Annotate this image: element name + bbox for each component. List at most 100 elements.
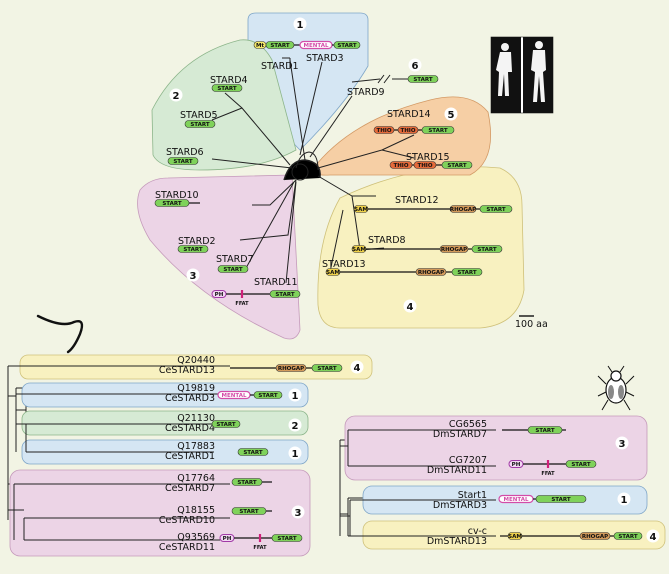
ph-domain: PH [211, 290, 227, 298]
group-number-badge [293, 17, 307, 31]
start-domain-label: START [486, 207, 506, 213]
group-number-badge [186, 268, 200, 282]
start-domain-label: START [551, 497, 571, 503]
protein-label: STARD9 [347, 87, 385, 98]
rhogap-domain: RHOGAP [415, 268, 447, 276]
protein-id: Q17883 [177, 441, 215, 452]
group-3-region [344, 415, 648, 481]
start-domain-label: START [477, 247, 497, 253]
thio-domain-label: THIO [417, 163, 432, 169]
start-domain-label: START [183, 247, 203, 253]
protein-id: cv-c [468, 526, 487, 537]
rhogap-domain-label: RHOGAP [418, 270, 444, 276]
protein-id: CG7207 [449, 455, 487, 466]
sam-domain-label: SAM [326, 270, 340, 276]
mental-domain-label: MENTAL [304, 43, 329, 49]
protein-name: CeSTARD7 [165, 483, 215, 494]
rhogap-domain-label: RHOGAP [582, 534, 608, 540]
thio-domain: THIO [397, 126, 419, 134]
group-number: 2 [173, 91, 180, 102]
protein-name: CeSTARD1 [165, 451, 215, 462]
start-domain-label: START [275, 292, 295, 298]
start-domain-label: START [190, 122, 210, 128]
start-domain: START [421, 126, 455, 134]
start-domain-label: START [162, 201, 182, 207]
human-group-2: 2 STARD4 STARD5 STARD6 [166, 75, 248, 158]
group-number: 3 [295, 508, 302, 519]
rhogap-domain-label: RHOGAP [441, 247, 467, 253]
protein-name: CeSTARD10 [159, 515, 215, 526]
start-domain: START [333, 41, 361, 49]
group-1-region [21, 382, 309, 408]
rhogap-domain: RHOGAP [275, 364, 307, 372]
group-3-region [137, 174, 301, 340]
ffat-label: FFAT [253, 545, 267, 551]
ph-domain-label: PH [223, 536, 232, 542]
group-number: 1 [292, 449, 299, 460]
human-group-4: 4 STARD12 STARD8 STARD13 [322, 195, 439, 313]
start-domain-label: START [243, 450, 263, 456]
sam-domain-label: SAM [352, 247, 366, 253]
start-domain: START [177, 245, 209, 253]
group-number-badge [288, 446, 302, 460]
protein-id: Start1 [458, 490, 487, 501]
rhogap-domain: RHOGAP [449, 205, 477, 213]
group-number: 2 [292, 421, 299, 432]
scale-bar-label: 100 aa [515, 319, 548, 330]
sam-domain-label: SAM [354, 207, 368, 213]
ph-domain-label: PH [512, 462, 521, 468]
rhogap-domain-label: RHOGAP [278, 366, 304, 372]
start-domain-label: START [216, 422, 236, 428]
start-domain-label: START [428, 128, 448, 134]
protein-id: Q17764 [177, 473, 215, 484]
protein-label: STARD5 [180, 110, 218, 121]
group-2-region [21, 410, 309, 436]
protein-name: DmSTARD13 [427, 536, 487, 547]
group-number: 1 [621, 495, 628, 506]
start-domain-label: START [571, 462, 591, 468]
start-domain-label: START [239, 509, 259, 515]
group-number: 4 [354, 363, 361, 374]
group-number-badge [288, 388, 302, 402]
sam-domain: SAM [507, 532, 523, 540]
start-domain-label: START [337, 43, 357, 49]
sam-domain: SAM [325, 268, 341, 276]
start-domain: START [167, 157, 199, 165]
protein-id: Q19819 [177, 383, 215, 394]
protein-name: CeSTARD11 [159, 542, 215, 553]
human-tree-branches [211, 57, 415, 284]
protein-label: STARD10 [155, 190, 199, 201]
start-domain: START [265, 41, 295, 49]
group-4-region [19, 354, 373, 380]
protein-label: STARD4 [210, 75, 248, 86]
start-domain: START [311, 364, 343, 372]
human-group-3: 3 STARD10 STARD2 STARD7 STARD11 [155, 190, 298, 288]
group-2-region [151, 39, 297, 171]
start-domain-label: START [457, 270, 477, 276]
protein-id: Q21130 [177, 413, 215, 424]
start-domain-label: START [447, 163, 467, 169]
start-domain: START [231, 478, 263, 486]
group-number: 4 [407, 302, 414, 313]
group-number-badge [444, 107, 458, 121]
human-group-5: 5 STARD14 STARD15 [387, 107, 458, 163]
mt-domain-label: Mt [256, 43, 264, 49]
protein-id: CG6565 [449, 419, 487, 430]
fly-icon [597, 365, 635, 411]
worm-icon [36, 314, 84, 354]
protein-name: DmSTARD11 [427, 465, 487, 476]
ffat-label: FFAT [541, 471, 555, 477]
protein-label: STARD15 [406, 152, 450, 163]
group-number: 6 [412, 61, 419, 72]
thio-domain-label: THIO [393, 163, 408, 169]
start-domain: START [527, 426, 563, 434]
protein-label: STARD1 [261, 61, 299, 72]
thio-domain: THIO [389, 161, 413, 169]
